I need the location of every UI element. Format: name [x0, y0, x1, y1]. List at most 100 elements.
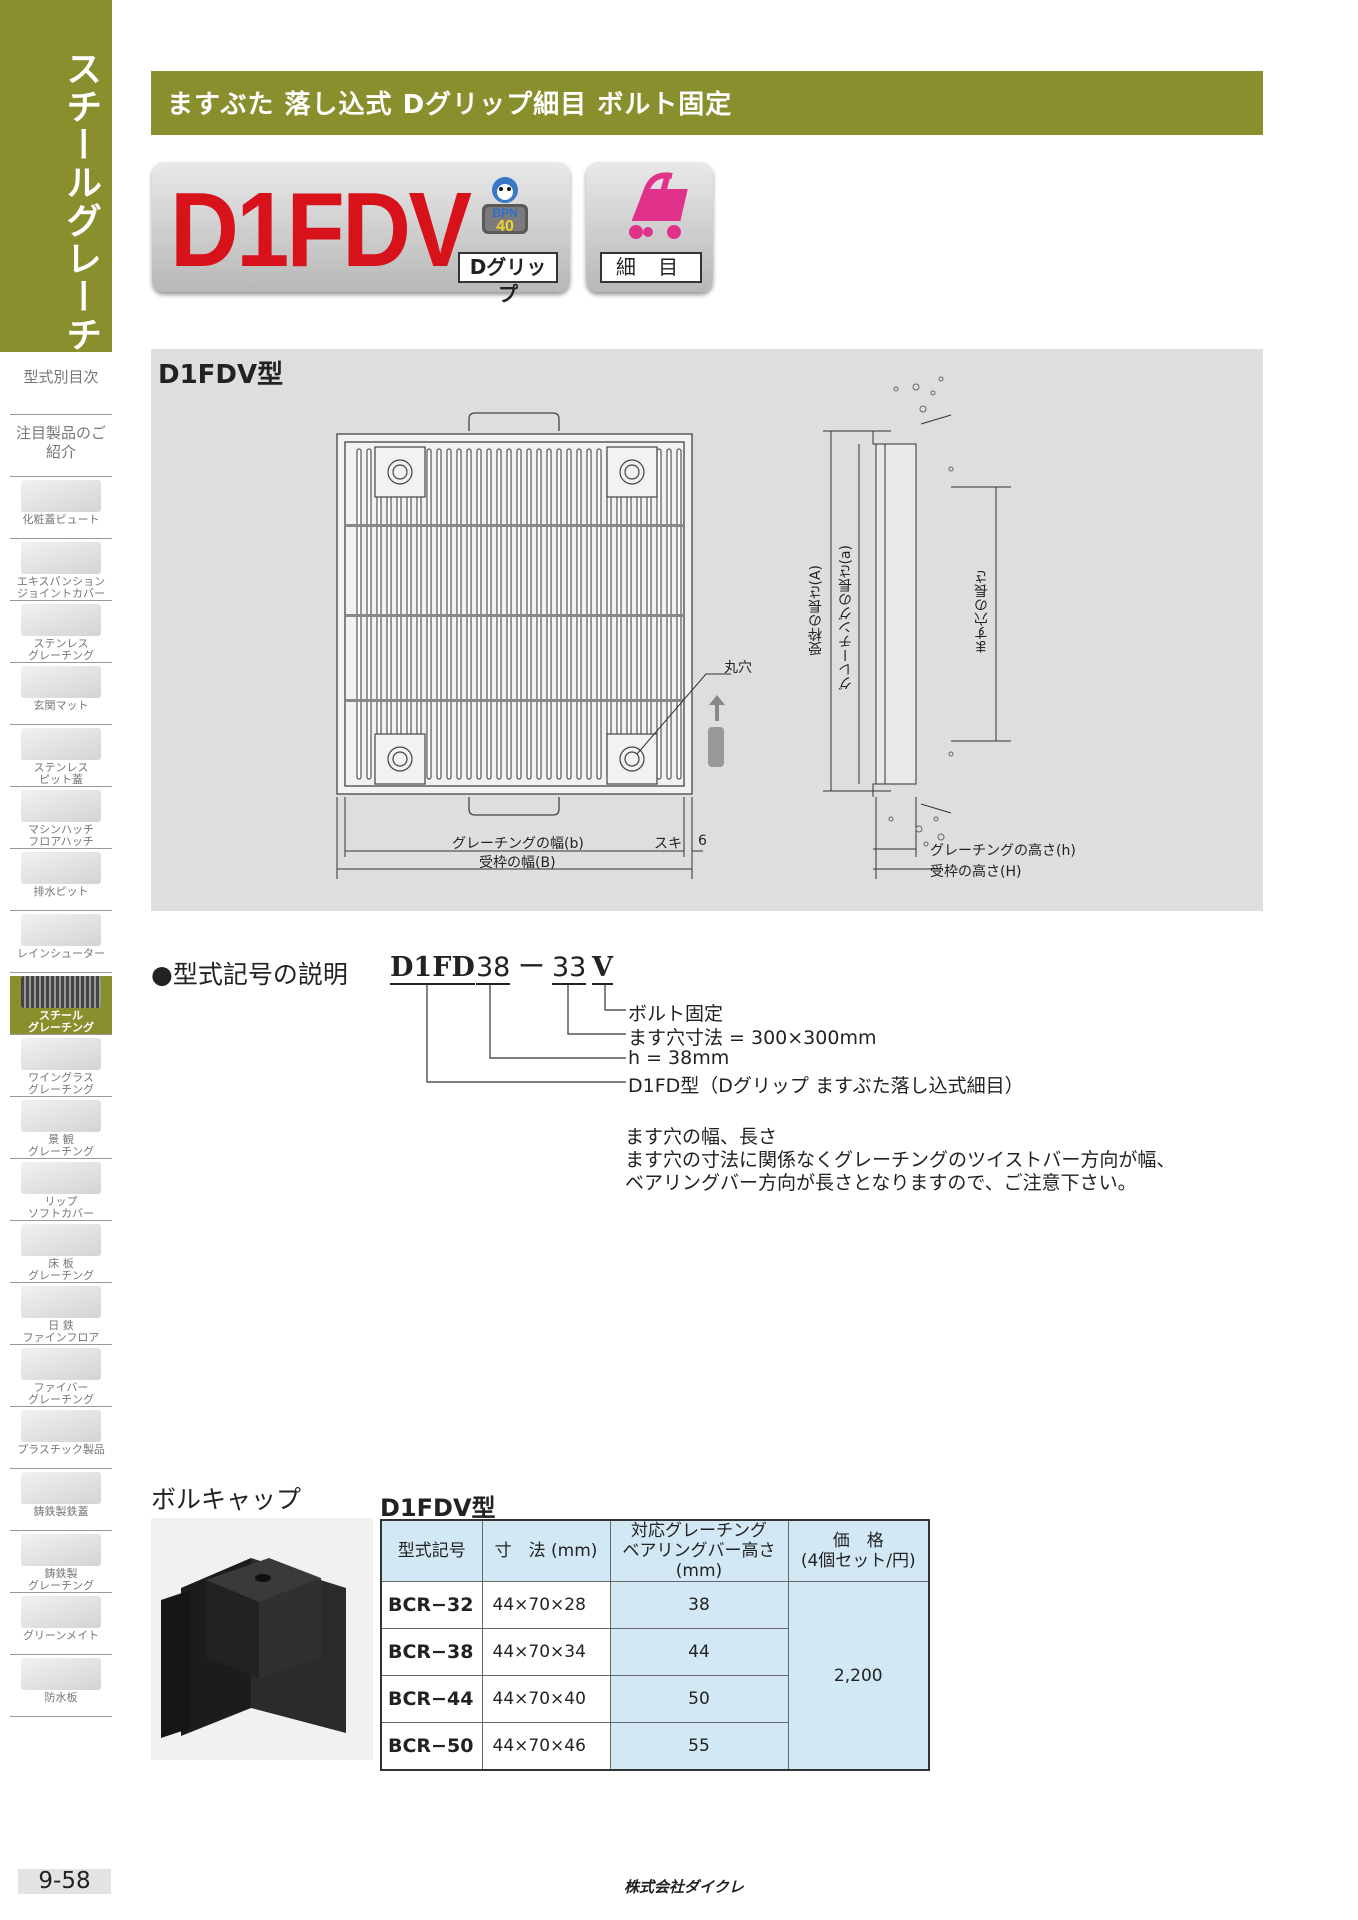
boltcap-photo — [151, 1518, 373, 1760]
sidebar-item-label: 日 鉄 ファインフロア — [22, 1319, 100, 1344]
frame-length-label: 受枠の長さ(A) — [808, 565, 824, 656]
col-header-size: 寸 法 (mm) — [481, 1519, 611, 1582]
sidebar-item-label: スチール グレーチング — [28, 1009, 94, 1034]
code-part-size: 33 — [552, 952, 587, 985]
table-row: BCR−50 44×70×46 55 — [380, 1722, 929, 1771]
sidebar-item-featured[interactable]: 注目製品のご紹介 — [10, 424, 112, 477]
sidebar-item-label: マシンハッチ フロアハッチ — [28, 823, 94, 848]
dimension-diagram — [151, 349, 1263, 911]
sidebar-nav-item[interactable]: スチール グレーチング — [10, 976, 112, 1035]
sidebar-nav-item[interactable]: 日 鉄 ファインフロア — [10, 1286, 112, 1345]
stroller-icon — [629, 172, 688, 239]
cell-size: 44×70×46 — [481, 1722, 611, 1771]
sidebar-thumbnail — [21, 480, 101, 512]
sidebar-thumbnail — [21, 604, 101, 636]
diagram-title: D1FDV型 — [158, 360, 284, 390]
pit-length-label: ます穴の長さ — [974, 570, 990, 654]
sidebar-nav-item[interactable]: 鋳鉄製鉄蓋 — [10, 1472, 112, 1531]
sidebar-thumbnail — [21, 914, 101, 946]
code-leader-lines — [426, 984, 626, 1083]
cell-model: BCR−32 — [380, 1581, 483, 1629]
sidebar-thumbnail — [21, 1534, 101, 1566]
page-number: 9-58 — [18, 1869, 111, 1894]
sidebar-nav-item[interactable]: 化粧蓋ピュート — [10, 480, 112, 539]
col-header-model: 型式記号 — [380, 1519, 483, 1582]
grating-height-label: グレーチングの高さ(h) — [930, 843, 1076, 859]
boltcap-table-title: D1FDV型 — [380, 1494, 496, 1522]
sidebar-nav-item[interactable]: ワイングラス グレーチング — [10, 1038, 112, 1097]
sidebar-nav-item[interactable]: ステンレス ピット蓋 — [10, 728, 112, 787]
sidebar-thumbnail — [21, 1410, 101, 1442]
gap-value: 6 — [698, 833, 707, 849]
sidebar-thumbnail — [21, 1224, 101, 1256]
bpn-label: BPN — [492, 206, 517, 220]
cell-size: 44×70×34 — [481, 1628, 611, 1676]
explanation-line-2: ます穴寸法 = 300×300mm — [628, 1027, 877, 1049]
note-line-3: ベアリングバー方向が長さとなりますので、ご注意下さい。 — [625, 1172, 1137, 1194]
code-part-height: 38 — [476, 952, 511, 985]
sidebar-thumbnail — [21, 790, 101, 822]
sidebar-nav-item[interactable]: 景 観 グレーチング — [10, 1100, 112, 1159]
cell-size: 44×70×28 — [481, 1581, 611, 1629]
grating-width-label: グレーチングの幅(b) — [452, 836, 584, 852]
sidebar-nav-item[interactable]: プラスチック製品 — [10, 1410, 112, 1469]
sidebar-section-title: スチールグレーチング — [60, 50, 101, 430]
boltcap-heading: ボルキャップ — [151, 1485, 302, 1514]
table-row: BCR−44 44×70×40 50 — [380, 1675, 929, 1723]
sidebar-item-label: エキスパンション ジョイントカバー — [16, 575, 106, 600]
bpn-mascot-icon: BPN 40 — [482, 177, 528, 235]
note-line-1: ます穴の幅、長さ — [625, 1126, 778, 1148]
sidebar-nav-item[interactable]: ファイバー グレーチング — [10, 1348, 112, 1407]
note-line-2: ます穴の寸法に関係なくグレーチングのツイストバー方向が幅、 — [625, 1149, 1176, 1171]
grating-drawing — [336, 376, 1011, 879]
sidebar-nav-item[interactable]: グリーンメイト — [10, 1596, 112, 1655]
sidebar-item-label: 景 観 グレーチング — [28, 1133, 94, 1158]
sidebar-item-label: グリーンメイト — [22, 1629, 100, 1642]
sidebar-nav-item[interactable]: 鋳鉄製 グレーチング — [10, 1534, 112, 1593]
sidebar-nav-item[interactable]: マシンハッチ フロアハッチ — [10, 790, 112, 849]
sidebar-item-label: ファイバー グレーチング — [28, 1381, 94, 1406]
cell-model: BCR−38 — [380, 1628, 483, 1676]
sidebar-thumbnail — [21, 1472, 101, 1504]
gap-label: スキ — [654, 836, 682, 852]
sidebar-thumbnail — [21, 976, 101, 1008]
sidebar-nav-item[interactable]: リップ ソフトカバー — [10, 1162, 112, 1221]
sidebar-item-type-index[interactable]: 型式別目次 — [10, 368, 112, 415]
sidebar-item-label: 注目製品のご紹介 — [15, 424, 106, 461]
sidebar-nav-item[interactable]: 排水ピット — [10, 852, 112, 911]
explanation-line-3: h = 38mm — [628, 1047, 730, 1069]
sidebar-item-label: 鋳鉄製 グレーチング — [28, 1567, 94, 1592]
sidebar-nav-item[interactable]: 床 板 グレーチング — [10, 1224, 112, 1283]
sidebar-nav-item[interactable]: 防水板 — [10, 1658, 112, 1717]
sidebar-item-label: レインシューター — [17, 947, 105, 960]
cell-height: 38 — [609, 1581, 789, 1629]
sidebar-nav-item[interactable]: エキスパンション ジョイントカバー — [10, 542, 112, 601]
cell-height: 50 — [609, 1675, 789, 1723]
code-part-bolt: V — [592, 952, 613, 985]
boltcap-table: 型式記号 寸 法 (mm) 対応グレーチング ベアリングバー高さ(mm) 価 格… — [380, 1519, 930, 1771]
sidebar-item-label: 床 板 グレーチング — [28, 1257, 94, 1282]
sidebar-nav-item[interactable]: レインシューター — [10, 914, 112, 973]
sidebar-item-label: ステンレス グレーチング — [28, 637, 94, 662]
cell-price: 2,200 — [787, 1581, 930, 1771]
sidebar-thumbnail — [21, 666, 101, 698]
sidebar-item-label: 防水板 — [44, 1691, 78, 1704]
sidebar-nav-item[interactable]: ステンレス グレーチング — [10, 604, 112, 663]
col-header-height: 対応グレーチング ベアリングバー高さ(mm) — [609, 1519, 789, 1582]
sidebar-item-label: ワイングラス グレーチング — [28, 1071, 94, 1096]
frame-height-label: 受枠の高さ(H) — [930, 864, 1022, 880]
company-logo: 株式会社ダイクレ — [624, 1878, 744, 1896]
explanation-line-1: ボルト固定 — [628, 1003, 724, 1025]
mesh-label: 細 目 — [600, 252, 702, 283]
cell-height: 55 — [609, 1722, 789, 1771]
sidebar-nav-item[interactable]: 玄関マット — [10, 666, 112, 725]
sidebar-item-label: 型式別目次 — [23, 368, 99, 386]
sidebar-thumbnail — [21, 1658, 101, 1690]
product-code: D1FDV — [170, 171, 472, 289]
sidebar-thumbnail — [21, 542, 101, 574]
sidebar-thumbnail — [21, 1162, 101, 1194]
sidebar-section-tab — [0, 0, 112, 352]
explanation-line-4: D1FD型（Dグリップ ますぶた落し込式細目） — [628, 1075, 1024, 1097]
code-part-dash: ー — [518, 952, 545, 983]
sidebar-thumbnail — [21, 728, 101, 760]
